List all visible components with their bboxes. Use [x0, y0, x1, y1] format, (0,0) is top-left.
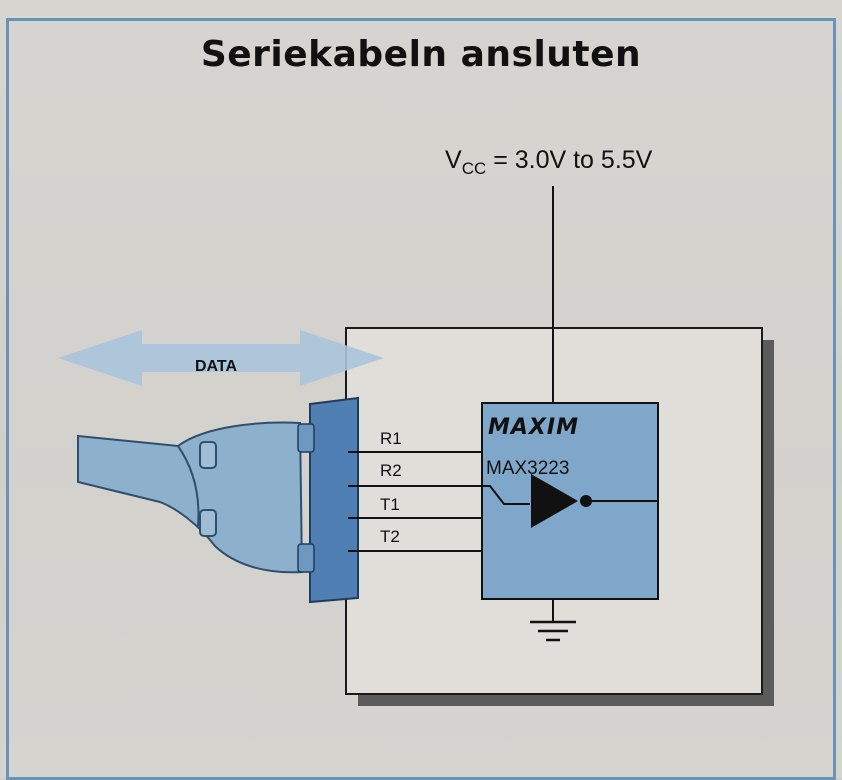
- vcc-label: VCC = 3.0V to 5.5V: [445, 146, 653, 178]
- cable-screw-bottom: [199, 509, 217, 537]
- serial-cable: [77, 421, 304, 574]
- cable-fold: [177, 445, 200, 527]
- data-double-arrow: [58, 330, 384, 386]
- line-r2: [348, 485, 530, 505]
- pin-label-t2: T2: [380, 527, 400, 546]
- chip-part-number: MAX3223: [486, 458, 569, 479]
- inverter-bubble: [580, 495, 592, 507]
- inverter-symbol: [531, 474, 578, 528]
- data-arrow-label: DATA: [195, 358, 238, 375]
- pin-label-t1: T1: [380, 495, 400, 514]
- pin-label-r1: R1: [380, 429, 402, 448]
- connector-screw-bottom: [297, 543, 315, 573]
- cable-screw-top: [199, 441, 217, 469]
- db9-connector: [309, 396, 359, 604]
- pin-label-r2: R2: [380, 461, 402, 480]
- figure-title: Seriekabeln ansluten: [200, 34, 642, 75]
- connector-screw-top: [297, 423, 315, 453]
- maxim-logo: MAXIM: [488, 415, 579, 440]
